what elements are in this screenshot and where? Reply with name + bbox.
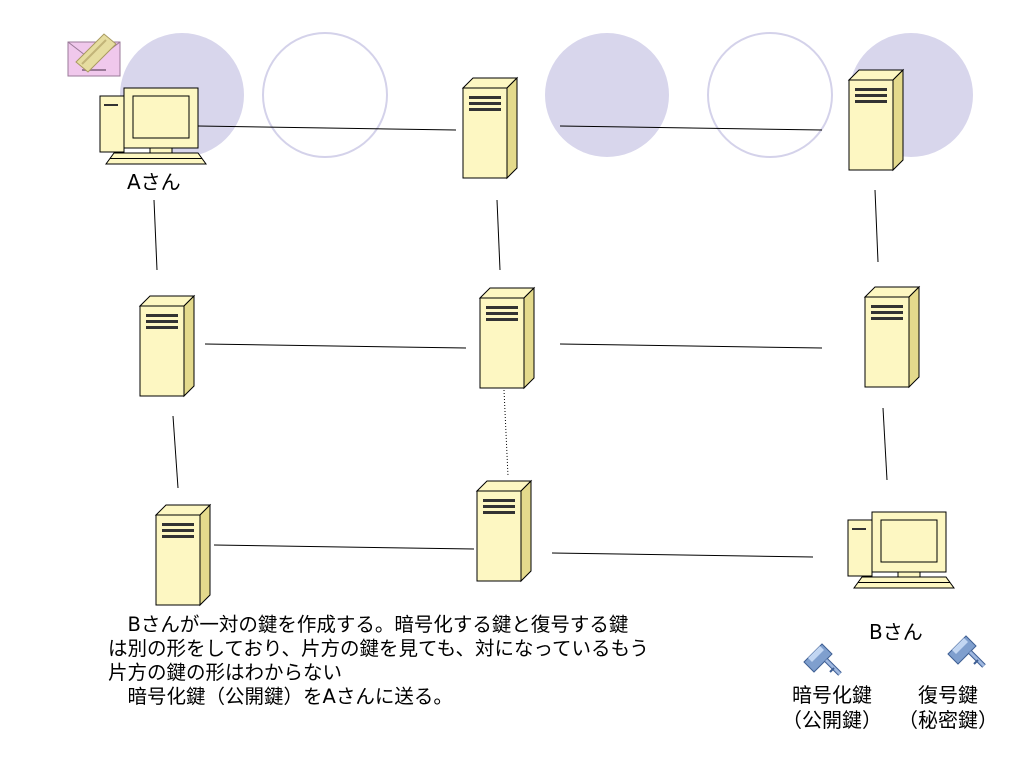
private-key-type: （秘密鍵） — [898, 708, 998, 732]
key-circle-outline-1 — [262, 32, 388, 158]
description-line-3: 片方の鍵の形はわからない — [108, 661, 343, 684]
description-line-2: は別の形をしており、片方の鍵を見ても、対になっているもう — [108, 637, 649, 660]
description-line-4: 暗号化鍵（公開鍵）をAさんに送る。 — [108, 685, 453, 708]
private-key-icon — [948, 636, 984, 666]
private-key-name: 復号鍵 — [918, 683, 978, 707]
public-key-icon — [804, 644, 840, 674]
user-b-label: Bさん — [869, 620, 923, 644]
private-key-label: 復号鍵 （秘密鍵） — [892, 683, 1004, 733]
server-bottom-middle — [476, 480, 532, 582]
computer-b — [847, 511, 955, 589]
envelope-icon — [67, 33, 121, 77]
computer-a — [99, 87, 207, 165]
user-a-label: Aさん — [127, 170, 181, 194]
server-top-middle — [462, 77, 518, 179]
public-key-label: 暗号化鍵 （公開鍵） — [780, 683, 884, 733]
connection-lines — [153, 125, 888, 558]
server-top-right — [848, 69, 904, 171]
public-key-type: （公開鍵） — [782, 708, 882, 732]
server-mid-right — [864, 286, 920, 388]
key-circle-filled-mid — [545, 33, 669, 157]
server-mid-middle — [479, 287, 535, 389]
server-bottom-left — [155, 504, 211, 606]
dotted-connection — [503, 389, 509, 477]
public-key-name: 暗号化鍵 — [792, 683, 872, 707]
server-mid-left — [139, 295, 195, 397]
key-circle-outline-2 — [707, 32, 833, 158]
description-line-1: Bさんが一対の鍵を作成する。暗号化する鍵と復号する鍵 — [108, 613, 629, 636]
description-text: Bさんが一対の鍵を作成する。暗号化する鍵と復号する鍵 は別の形をしており、片方の… — [108, 613, 758, 709]
